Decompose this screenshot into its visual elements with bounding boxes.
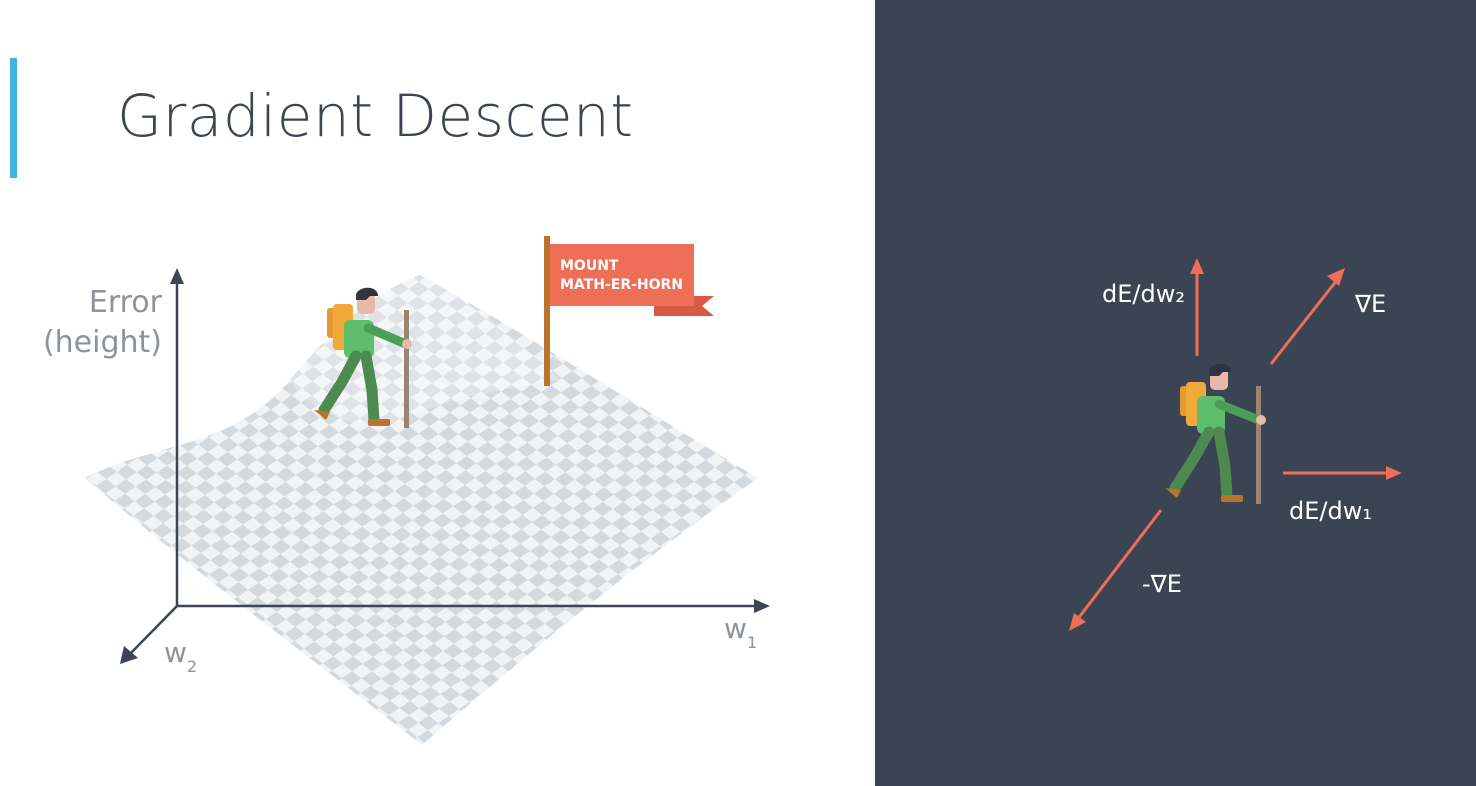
- dE-dw1-arrowhead: [1386, 466, 1402, 480]
- y-axis-label-line1: Error: [89, 285, 163, 320]
- back-leg: [318, 350, 362, 416]
- dE-dw1-label: dE/dw₁: [1289, 497, 1372, 525]
- hand: [1256, 415, 1266, 425]
- front-leg: [360, 350, 380, 426]
- front-leg: [1213, 426, 1233, 502]
- hiker-figure: [1165, 363, 1266, 504]
- negative-gradient-label: -∇E: [1142, 570, 1182, 598]
- y-axis-label-line2: (height): [43, 325, 162, 360]
- flag-pole: [544, 236, 550, 386]
- dE-dw2-label: dE/dw₂: [1102, 280, 1185, 308]
- z-axis-label: w: [164, 636, 187, 669]
- back-shoe: [1165, 488, 1181, 498]
- error-surface: [85, 275, 758, 745]
- back-leg: [1169, 426, 1215, 494]
- flag-text-line2: MATH-ER-HORN: [560, 277, 683, 293]
- error-surface-diagram: Error (height) w 1 w 2 MOUNT MATH-ER-HOR…: [43, 236, 770, 745]
- x-axis-arrowhead: [754, 599, 770, 613]
- gradient-arrowhead: [1327, 268, 1345, 286]
- hand: [402, 339, 412, 349]
- negative-gradient-arrow: [1075, 509, 1163, 621]
- page-title: Gradient Descent: [117, 82, 634, 150]
- gradient-label: ∇E: [1354, 290, 1386, 318]
- front-shoe: [1221, 495, 1243, 502]
- x-axis-label: w: [724, 612, 747, 645]
- flag-banner: [550, 244, 694, 306]
- surface-shading: [290, 275, 560, 430]
- y-axis-arrowhead: [170, 268, 184, 284]
- arm: [1214, 399, 1264, 425]
- left-panel: Gradient Descent Error (height) w 1 w 2: [10, 58, 770, 745]
- axes: [127, 280, 760, 657]
- gradient-arrow: [1269, 279, 1339, 365]
- hiker-figure: [314, 287, 412, 428]
- front-shoe: [368, 419, 390, 426]
- accent-bar: [10, 58, 17, 178]
- walking-stick: [404, 310, 409, 428]
- back-shoe: [314, 410, 330, 420]
- negative-gradient-arrowhead: [1069, 613, 1086, 631]
- summit-flag: MOUNT MATH-ER-HORN: [544, 236, 714, 386]
- dE-dw2-arrowhead: [1190, 258, 1204, 274]
- right-panel: dE/dw₂ ∇E dE/dw₁ -∇E: [875, 0, 1476, 786]
- flag-text-line1: MOUNT: [560, 258, 619, 274]
- gradient-vector-diagram: dE/dw₂ ∇E dE/dw₁ -∇E: [1069, 258, 1402, 631]
- x-axis-subscript: 1: [747, 633, 757, 652]
- walking-stick: [1256, 386, 1261, 504]
- z-axis-arrowhead: [120, 646, 138, 664]
- hair: [356, 287, 378, 300]
- z-axis: [127, 605, 178, 657]
- hair: [1209, 363, 1231, 376]
- arm: [363, 323, 411, 349]
- z-axis-subscript: 2: [187, 657, 197, 676]
